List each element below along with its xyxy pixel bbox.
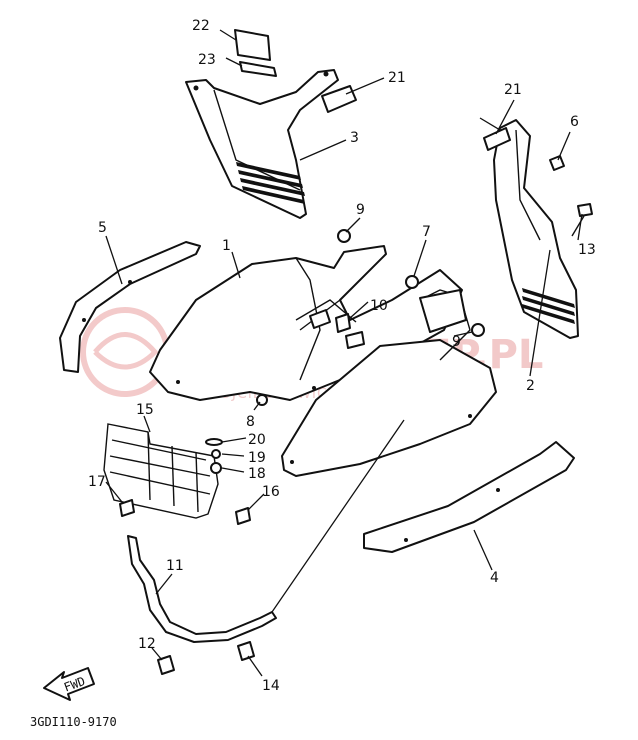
- bolt-13: [571, 203, 593, 237]
- callout-22: 22: [192, 18, 210, 34]
- callout-21-left: 21: [388, 70, 406, 86]
- callout-16: 16: [262, 484, 280, 500]
- mud-flap-5: [59, 241, 201, 373]
- decal-22: [234, 29, 271, 61]
- callout-23: 23: [198, 52, 216, 68]
- callout-6: 6: [570, 114, 579, 130]
- callout-11: 11: [166, 558, 184, 574]
- callout-labels: 22 23 21 3 21 6 5 1 9 7 13 10 9 2 8 15 2…: [88, 18, 596, 694]
- callout-4: 4: [490, 570, 499, 586]
- callout-14: 14: [262, 678, 280, 694]
- bolt-9-top: [337, 229, 351, 243]
- callout-13: 13: [578, 242, 596, 258]
- small-parts-18-20: [205, 438, 223, 474]
- callout-5: 5: [98, 220, 107, 236]
- callout-21-right: 21: [504, 82, 522, 98]
- callout-1: 1: [222, 238, 231, 254]
- callout-10: 10: [370, 298, 388, 314]
- bolt-12: [157, 655, 175, 675]
- diagram-code: 3GDI110-9170: [30, 715, 117, 729]
- bolt-17: [119, 499, 135, 517]
- side-cover-right: [493, 119, 579, 339]
- callout-17: 17: [88, 474, 106, 490]
- callout-8: 8: [246, 414, 255, 430]
- decal-21-left: [321, 85, 357, 113]
- front-fender: [281, 289, 497, 477]
- callout-20: 20: [248, 432, 266, 448]
- callout-19: 19: [248, 450, 266, 466]
- fwd-label: FWD: [62, 674, 87, 695]
- callout-3: 3: [350, 130, 359, 146]
- callout-7: 7: [422, 224, 431, 240]
- callout-18: 18: [248, 466, 266, 482]
- decal-21-right: [483, 127, 511, 151]
- callout-9-right: 9: [452, 334, 461, 350]
- decal-23: [239, 61, 277, 77]
- callout-12: 12: [138, 636, 156, 652]
- leader-lines: [105, 29, 583, 677]
- clip-7: [405, 275, 419, 289]
- nut-14: [237, 641, 255, 661]
- bracket-10: [309, 309, 365, 349]
- side-cover-left: [185, 69, 339, 219]
- bracket-11: [127, 535, 277, 643]
- screw-6: [549, 155, 565, 171]
- callout-2: 2: [526, 378, 535, 394]
- callout-15: 15: [136, 402, 154, 418]
- bolt-16: [235, 507, 251, 525]
- forward-direction-arrow: FWD: [43, 667, 95, 701]
- mud-flap-4: [363, 441, 575, 553]
- callout-9-top: 9: [356, 202, 365, 218]
- bolt-9-right: [471, 323, 485, 337]
